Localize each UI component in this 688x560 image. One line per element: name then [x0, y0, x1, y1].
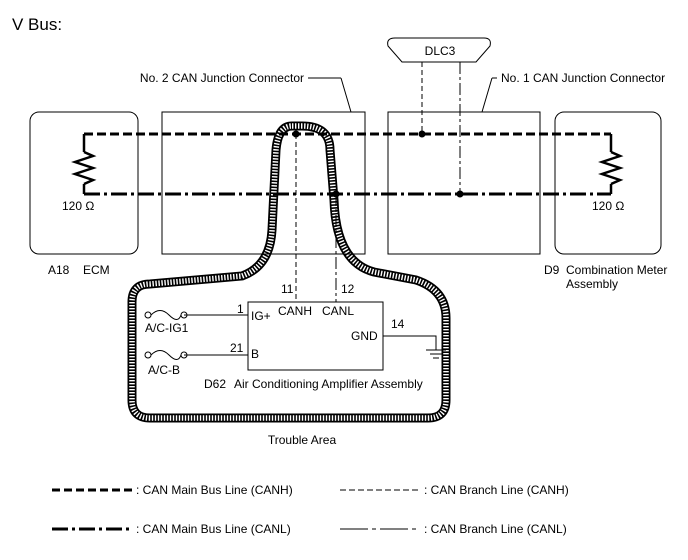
meter-name-line2: Assembly: [566, 277, 618, 291]
junction-dot: [292, 130, 300, 138]
legend-main-canh-label: : CAN Main Bus Line (CANH): [136, 483, 293, 497]
meter-code: D9: [544, 263, 560, 277]
meter-resistor: [598, 134, 624, 194]
ground-icon: [426, 349, 446, 359]
ecm-code: A18: [48, 263, 70, 277]
junction-connector-1-box: [387, 111, 541, 255]
canl-pin-label: CANL: [322, 304, 354, 318]
legend-main-canl-label: : CAN Main Bus Line (CANL): [136, 522, 291, 536]
junction-connector-2-label: No. 2 CAN Junction Connector: [140, 71, 304, 85]
gnd-pin-label: GND: [351, 329, 378, 343]
dlc3-connector: [387, 37, 491, 63]
igp-pin-number: 1: [237, 302, 244, 316]
ecm-box: [29, 111, 139, 255]
junction-dot: [456, 190, 464, 198]
junction-dot: [332, 190, 340, 198]
legend: : CAN Main Bus Line (CANH) : CAN Branch …: [52, 483, 569, 536]
ecm-name: ECM: [83, 263, 110, 277]
meter-box: [554, 111, 662, 255]
fuse-b-label: A/C-B: [148, 363, 180, 377]
gnd-pin-number: 14: [391, 317, 405, 331]
junction-dot: [418, 130, 426, 138]
dlc3-label: DLC3: [425, 44, 456, 58]
ecm-resistor-value: 120 Ω: [62, 199, 94, 213]
igp-pin-label: IG+: [251, 309, 271, 323]
b-pin-label: B: [251, 347, 259, 361]
canh-pin-label: CANH: [278, 304, 312, 318]
meter-name-line1: Combination Meter: [566, 263, 667, 277]
legend-branch-canl-label: : CAN Branch Line (CANL): [424, 522, 567, 536]
junction-connector-1-label: No. 1 CAN Junction Connector: [501, 71, 665, 85]
diagram-title: V Bus:: [12, 15, 62, 34]
junction-connector-2-box: [161, 111, 366, 255]
fuse-icon: [144, 310, 188, 320]
amplifier-name: Air Conditioning Amplifier Assembly: [234, 377, 423, 391]
canh-pin-number: 11: [281, 282, 294, 296]
fuse-icon: [144, 350, 188, 360]
legend-branch-canh-label: : CAN Branch Line (CANH): [424, 483, 569, 497]
trouble-area-label: Trouble Area: [268, 433, 337, 447]
ecm-resistor: [71, 134, 97, 194]
amplifier-code: D62: [204, 377, 226, 391]
meter-resistor-value: 120 Ω: [592, 199, 624, 213]
canl-pin-number: 12: [341, 282, 355, 296]
b-pin-number: 21: [230, 341, 244, 355]
fuse-igp-label: A/C-IG1: [145, 321, 189, 335]
